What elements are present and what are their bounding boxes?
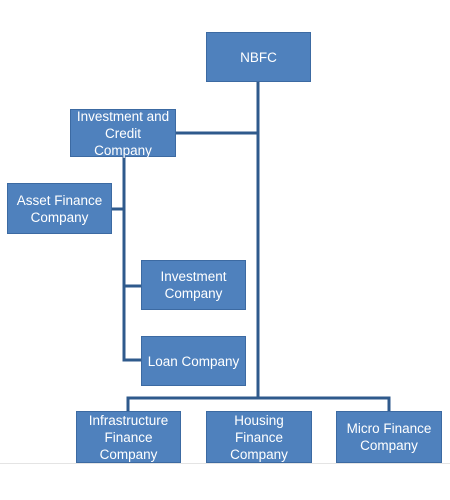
node-micro: Micro Finance Company [336,411,442,463]
node-loan: Loan Company [141,336,246,386]
node-loan-label: Loan Company [147,353,240,369]
node-infrastructure: Infrastructure Finance Company [76,411,181,463]
node-investment-credit: Investment and Credit Company [70,108,176,158]
node-housing: Housing Finance Company [206,411,312,463]
node-nbfc-label: NBFC [240,49,277,65]
node-investment-credit-label: Investment and Credit Company [76,108,170,158]
node-investment: Investment Company [141,260,246,310]
node-housing-label: Housing Finance Company [230,412,288,462]
node-micro-label: Micro Finance Company [346,421,432,453]
node-investment-label: Investment Company [160,269,227,301]
node-asset-finance: Asset Finance Company [7,183,112,234]
node-nbfc: NBFC [206,32,311,82]
node-asset-finance-label: Asset Finance Company [16,192,103,225]
node-infrastructure-label: Infrastructure Finance Company [88,412,169,462]
bottom-divider [0,463,450,464]
